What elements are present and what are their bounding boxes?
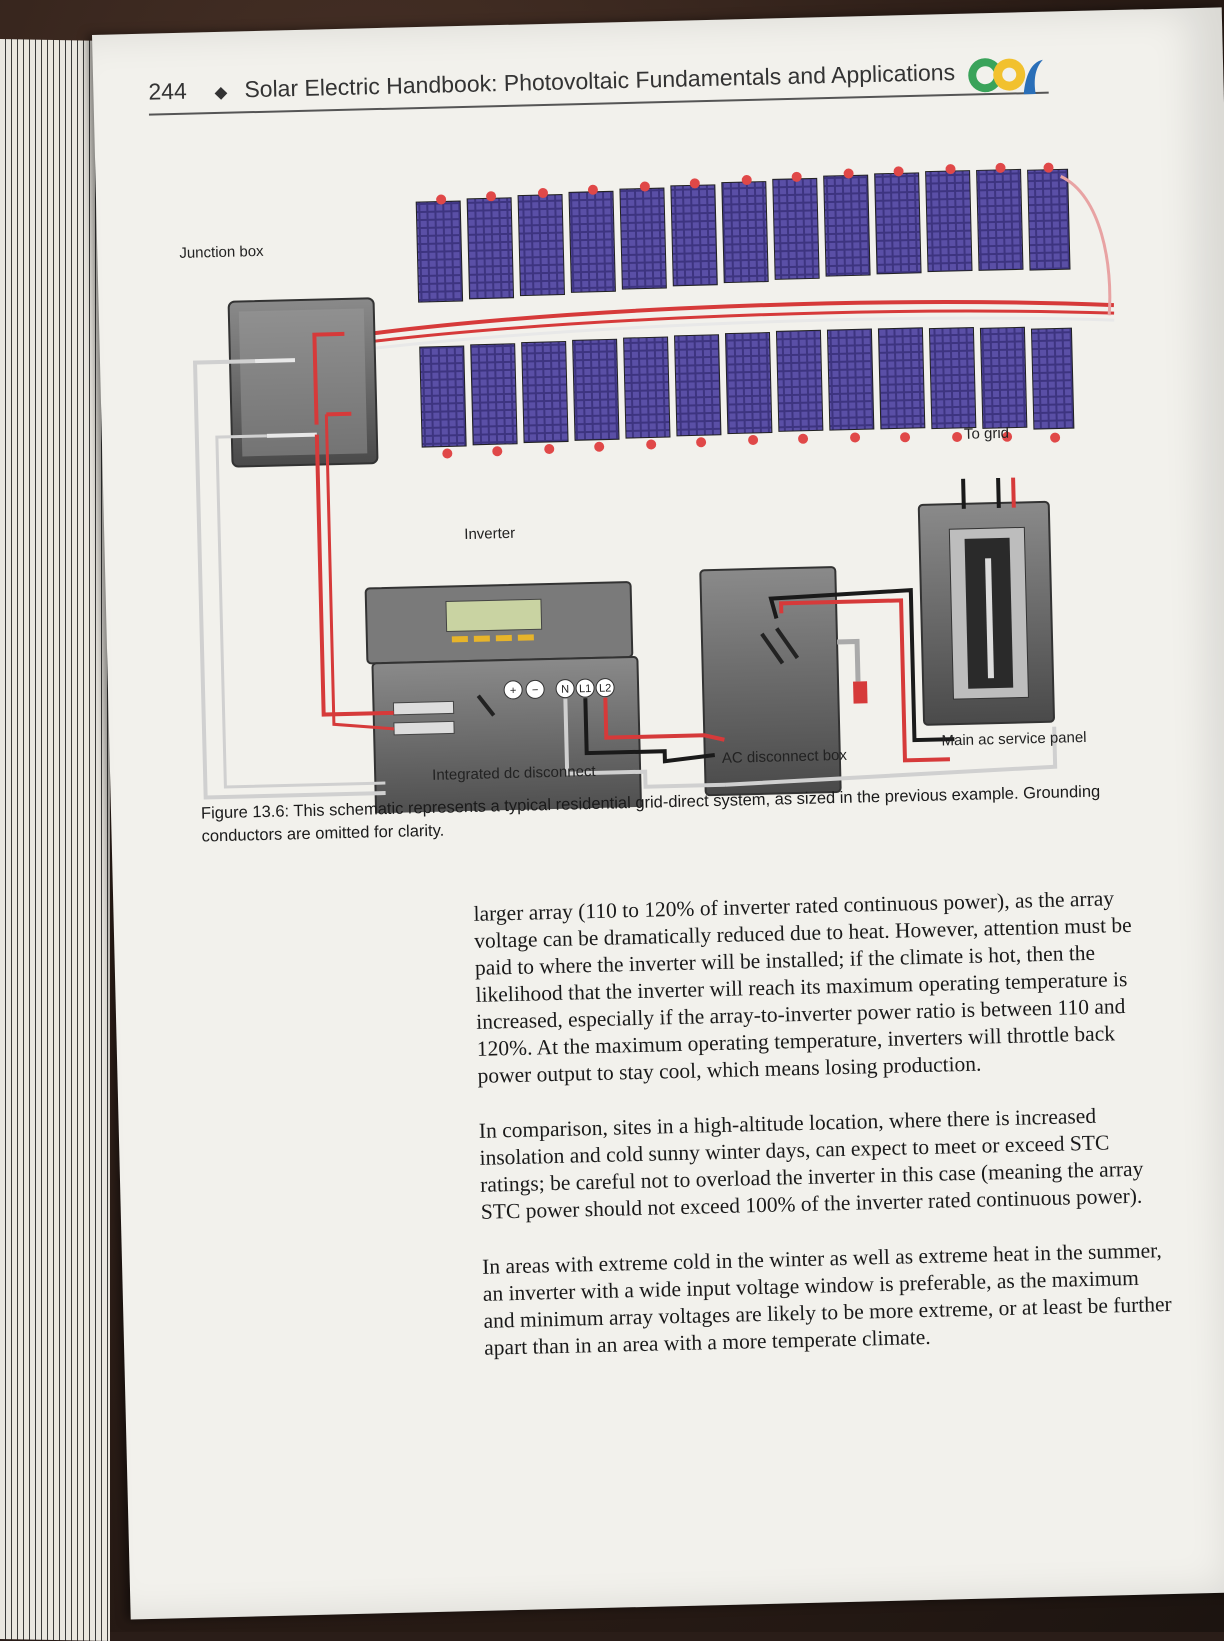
- publisher-logo-icon: [968, 58, 1043, 95]
- junction-box: [227, 297, 379, 468]
- pv-array-top-row: [415, 162, 1071, 303]
- main-ac-service-panel: [917, 477, 1055, 726]
- dc-feed-wires: [192, 359, 395, 800]
- terminal-label-l2: L2: [599, 683, 612, 695]
- header-diamond-icon: [214, 87, 228, 100]
- inverter-terminal-block: [503, 678, 615, 700]
- terminal-label-negative: −: [532, 684, 539, 696]
- grid-direct-schematic: + − N L1 L2: [192, 162, 1115, 818]
- running-header: 244 Solar Electric Handbook: Photovoltai…: [148, 58, 1009, 119]
- dc-home-run-wires: [374, 300, 1115, 350]
- ac-wires: [563, 588, 1058, 789]
- inverter: [364, 581, 634, 665]
- body-paragraph: larger array (110 to 120% of inverter ra…: [473, 886, 1132, 1088]
- array-jumper-wire: [1060, 175, 1112, 316]
- page-number: 244: [148, 77, 188, 105]
- terminal-label-neutral: N: [561, 684, 569, 696]
- to-grid-label: To grid: [963, 424, 1010, 443]
- ac-disconnect-box: [699, 566, 868, 797]
- terminal-label-positive: +: [510, 685, 517, 697]
- pv-array-bottom-row: [419, 326, 1075, 459]
- book-page: 244 Solar Electric Handbook: Photovoltai…: [92, 7, 1224, 1620]
- inverter-label: Inverter: [464, 524, 516, 544]
- body-text: larger array (110 to 120% of inverter ra…: [473, 884, 1175, 1390]
- junction-box-label: Junction box: [179, 242, 264, 262]
- terminal-label-l1: L1: [579, 683, 592, 695]
- body-paragraph: In comparison, sites in a high-altitude …: [478, 1103, 1144, 1224]
- figure-caption-label: Figure 13.6:: [200, 802, 290, 823]
- integrated-dc-disconnect: [371, 655, 643, 818]
- ac-disconnect-box-label: AC disconnect box: [721, 746, 848, 767]
- main-ac-service-panel-label: Main ac service panel: [941, 728, 1087, 750]
- page-stack-edges: [0, 39, 110, 1641]
- body-paragraph: In areas with extreme cold in the winter…: [481, 1238, 1172, 1360]
